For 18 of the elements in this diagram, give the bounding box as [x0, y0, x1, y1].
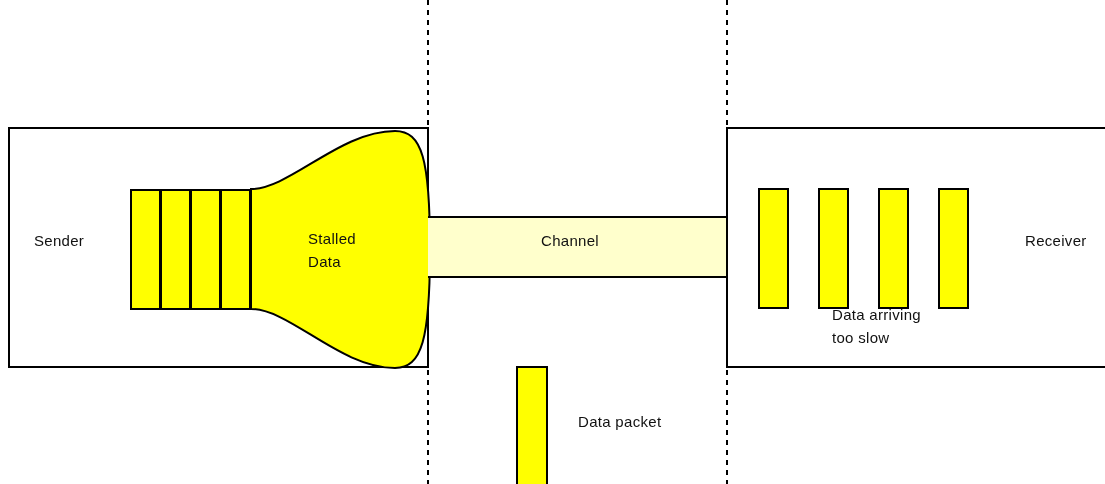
- node-label: Stalled Data: [308, 229, 357, 272]
- data-packet-bar: [938, 188, 969, 309]
- sender-box: [8, 127, 429, 368]
- node-label: Data packet: [578, 412, 662, 432]
- receiver-box: [726, 127, 1105, 368]
- channel-band: [428, 216, 728, 278]
- note-text: Data arriving too slow: [832, 305, 922, 348]
- node-label: Channel: [541, 231, 599, 251]
- stalled-data-blob: [250, 129, 431, 370]
- data-packet-bar: [878, 188, 909, 309]
- data-packet-bar: [130, 189, 161, 310]
- node-label: Sender: [34, 231, 85, 251]
- data-packet-bar: [818, 188, 849, 309]
- data-packet-bar: [190, 189, 221, 310]
- data-packet-bar: [160, 189, 191, 310]
- data-packet-bar: [220, 189, 251, 310]
- node-label: Receiver: [1025, 231, 1087, 251]
- data-packet-bar: [758, 188, 789, 309]
